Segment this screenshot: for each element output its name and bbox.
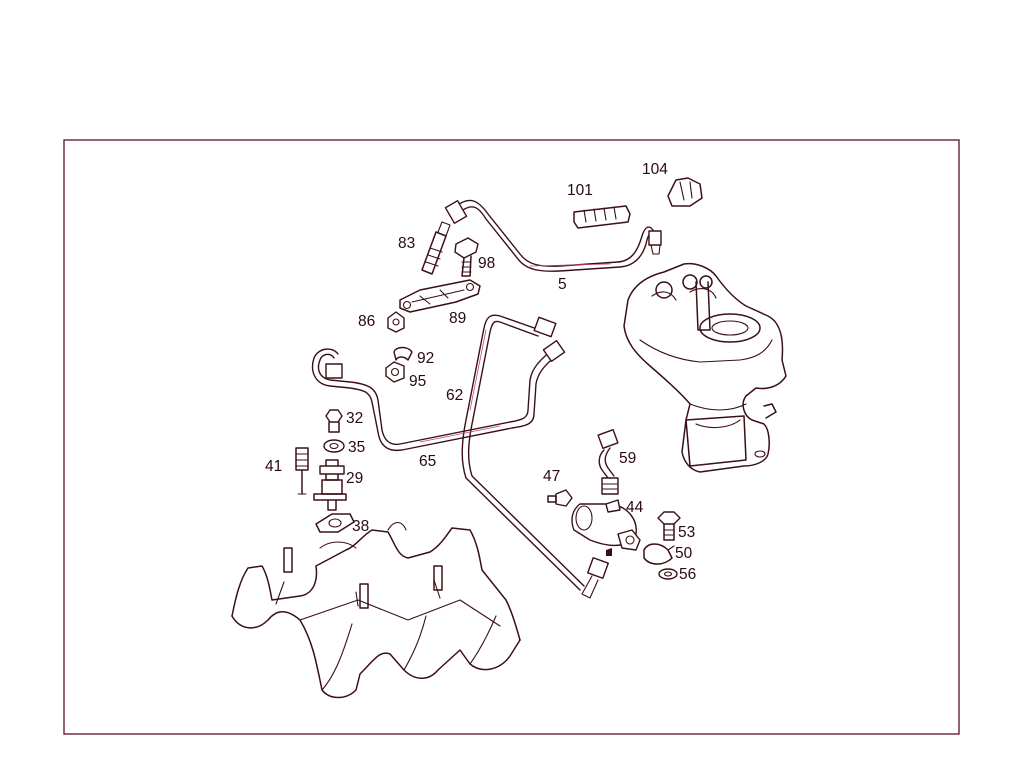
nut-86 xyxy=(387,311,405,333)
sensor-41 xyxy=(295,447,309,495)
callout-83: 83 xyxy=(398,235,415,252)
washer-92 xyxy=(393,346,413,361)
callout-98: 98 xyxy=(478,255,495,272)
callout-35: 35 xyxy=(348,439,365,456)
nut-95 xyxy=(385,361,405,383)
callout-44: 44 xyxy=(626,499,644,516)
screw-47 xyxy=(547,489,573,507)
fuel-line-65 xyxy=(311,339,566,452)
bolt-53 xyxy=(657,511,681,541)
callout-47: 47 xyxy=(543,468,560,485)
callout-62: 62 xyxy=(446,387,463,404)
screw-32 xyxy=(325,409,343,433)
fuel-line-5 xyxy=(444,199,662,272)
bolt-98 xyxy=(454,237,479,277)
pressure-regulator-44 xyxy=(571,499,641,556)
throttle-body xyxy=(623,262,787,473)
callout-29: 29 xyxy=(346,470,363,487)
gasket-38 xyxy=(315,513,355,533)
callout-50: 50 xyxy=(675,545,693,562)
callout-92: 92 xyxy=(417,350,434,367)
clip-101 xyxy=(573,205,631,229)
clamp-50 xyxy=(643,543,675,565)
injector-83 xyxy=(421,221,451,275)
callout-41: 41 xyxy=(265,458,282,475)
callout-65: 65 xyxy=(419,453,436,470)
washer-35 xyxy=(323,439,345,453)
bracket-89 xyxy=(399,279,481,313)
washer-56 xyxy=(658,568,678,580)
callout-86: 86 xyxy=(358,313,375,330)
callout-95: 95 xyxy=(409,373,426,390)
intake-manifold xyxy=(231,521,521,699)
callout-38: 38 xyxy=(352,518,369,535)
clip-104 xyxy=(667,177,703,207)
callout-32: 32 xyxy=(346,410,363,427)
callout-56: 56 xyxy=(679,566,696,583)
diagram-frame xyxy=(63,139,960,735)
fuel-line-59 xyxy=(597,428,619,495)
callout-104: 104 xyxy=(642,161,668,178)
callout-labels: 5 29 32 35 38 41 44 47 50 53 56 59 62 65… xyxy=(265,161,696,583)
fuel-line-62 xyxy=(461,314,585,591)
callout-101: 101 xyxy=(567,182,593,199)
callout-59: 59 xyxy=(619,450,636,467)
callout-53: 53 xyxy=(678,524,695,541)
injector-valve-29 xyxy=(313,459,347,511)
callout-5: 5 xyxy=(558,276,567,293)
callout-89: 89 xyxy=(449,310,466,327)
line-62-fitting xyxy=(581,557,609,599)
